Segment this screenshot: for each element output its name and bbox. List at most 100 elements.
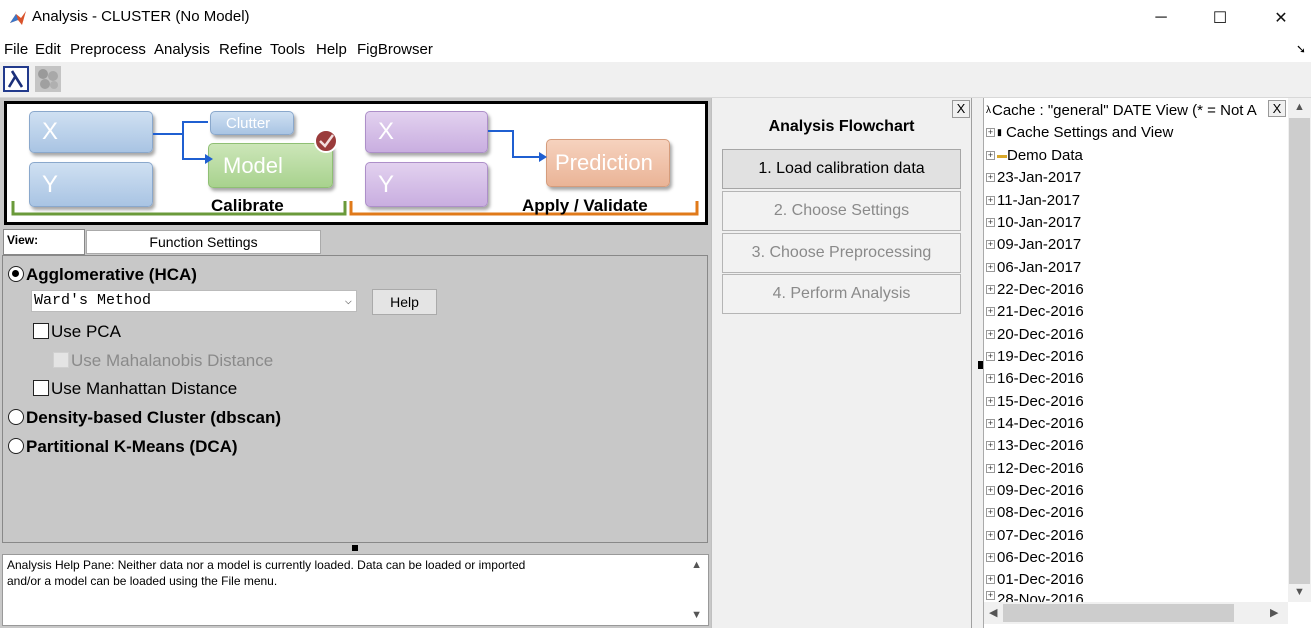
scroll-up-icon[interactable]: ▲ — [691, 559, 702, 571]
workflow-prediction[interactable]: Prediction — [546, 139, 670, 187]
tree-item[interactable]: +16-Dec-2016 — [986, 367, 1084, 389]
tree-item-label: 09-Dec-2016 — [997, 481, 1084, 499]
checkbox-use-manhattan[interactable] — [33, 380, 49, 396]
tree-item[interactable]: + ▮ Cache Settings and View — [986, 121, 1173, 143]
expand-icon[interactable]: + — [986, 529, 995, 540]
expand-icon[interactable]: + — [986, 573, 995, 584]
scroll-left-icon[interactable]: ◀ — [989, 607, 998, 619]
help-button[interactable]: Help — [372, 289, 437, 315]
tree-item-label: 06-Jan-2017 — [997, 258, 1082, 276]
menu-analysis[interactable]: Analysis — [154, 41, 210, 58]
tree-item[interactable]: +21-Dec-2016 — [986, 300, 1084, 322]
step-choose-preprocessing[interactable]: 3. Choose Preprocessing — [722, 233, 961, 273]
tree-item[interactable]: +20-Dec-2016 — [986, 323, 1084, 345]
tree-item[interactable]: +23-Jan-2017 — [986, 166, 1081, 188]
checkbox-use-mahalanobis[interactable] — [53, 352, 69, 368]
menu-tools[interactable]: Tools — [270, 41, 306, 58]
menu-figbrowser[interactable]: FigBrowser — [357, 41, 433, 58]
menu-refine[interactable]: Refine — [219, 41, 263, 58]
tree-close-button[interactable]: X — [1268, 100, 1286, 117]
radio-agglomerative[interactable] — [8, 266, 24, 282]
method-value: Ward's Method — [34, 292, 152, 309]
expand-icon[interactable]: + — [986, 194, 995, 205]
chevron-down-icon: ⌵ — [344, 294, 352, 308]
scroll-down-icon[interactable]: ▼ — [1294, 586, 1305, 598]
tree-item[interactable]: +22-Dec-2016 — [986, 278, 1084, 300]
tree-header-label: Cache : "general" DATE View (* = Not A — [992, 101, 1257, 119]
tree-item[interactable]: +14-Dec-2016 — [986, 412, 1084, 434]
tree-item[interactable]: +06-Jan-2017 — [986, 256, 1081, 278]
expand-icon[interactable]: + — [986, 350, 995, 361]
scroll-up-icon[interactable]: ▲ — [1294, 101, 1305, 113]
tree-item[interactable]: +06-Dec-2016 — [986, 546, 1084, 568]
workflow-clutter[interactable]: Clutter — [210, 111, 294, 135]
horizontal-scroll-thumb[interactable] — [1003, 604, 1234, 622]
tree-item[interactable]: + ▬ Demo Data — [986, 144, 1083, 166]
workflow-model[interactable]: Model — [208, 143, 333, 188]
expand-icon[interactable]: + — [986, 484, 995, 495]
expand-icon[interactable]: + — [986, 238, 995, 249]
flowchart-close-button[interactable]: X — [952, 100, 970, 118]
panel-divider-handle[interactable] — [978, 361, 983, 369]
method-select[interactable]: Ward's Method ⌵ — [31, 290, 357, 312]
close-button[interactable]: ✕ — [1274, 10, 1288, 27]
expand-icon[interactable]: + — [986, 506, 995, 517]
workflow-x-calibrate[interactable]: X — [29, 111, 153, 153]
lambda-icon[interactable] — [3, 66, 29, 92]
expand-icon[interactable]: + — [986, 395, 995, 406]
tree-item[interactable]: +15-Dec-2016 — [986, 390, 1084, 412]
expand-icon[interactable]: + — [986, 591, 995, 600]
tree-item[interactable]: +19-Dec-2016 — [986, 345, 1084, 367]
tree-item[interactable]: +08-Dec-2016 — [986, 501, 1084, 523]
tree-item[interactable]: +11-Jan-2017 — [986, 189, 1080, 211]
menu-file[interactable]: File — [4, 41, 29, 58]
step-perform-analysis[interactable]: 4. Perform Analysis — [722, 274, 961, 314]
expand-icon[interactable]: + — [986, 283, 995, 294]
expand-icon[interactable]: + — [986, 462, 995, 473]
vertical-scroll-thumb[interactable] — [1289, 118, 1310, 584]
step-load-calibration[interactable]: 1. Load calibration data — [722, 149, 961, 189]
scroll-right-icon[interactable]: ▶ — [1270, 607, 1279, 619]
tree-item[interactable]: +10-Jan-2017 — [986, 211, 1081, 233]
expand-icon[interactable]: + — [986, 372, 995, 383]
tree-item[interactable]: +13-Dec-2016 — [986, 434, 1084, 456]
label-use-manhattan: Use Manhattan Distance — [51, 379, 238, 398]
tree-item[interactable]: +12-Dec-2016 — [986, 457, 1084, 479]
expand-icon[interactable]: + — [986, 171, 995, 182]
label-kmeans: Partitional K-Means (DCA) — [26, 437, 238, 456]
expand-icon[interactable]: + — [986, 305, 995, 316]
radio-density[interactable] — [8, 409, 24, 425]
workflow-y-calibrate[interactable]: Y — [29, 162, 153, 207]
workflow-y-apply[interactable]: Y — [365, 162, 488, 207]
undock-arrow-icon[interactable]: ➘ — [1296, 42, 1307, 56]
menu-edit[interactable]: Edit — [35, 41, 61, 58]
flowchart-title: Analysis Flowchart — [768, 118, 915, 135]
expand-icon[interactable]: + — [986, 126, 995, 137]
checkbox-use-pca[interactable] — [33, 323, 49, 339]
workflow-x-apply[interactable]: X — [365, 111, 488, 153]
expand-icon[interactable]: + — [986, 439, 995, 450]
menu-help[interactable]: Help — [316, 41, 347, 58]
tree-item[interactable]: +09-Jan-2017 — [986, 233, 1081, 255]
expand-icon[interactable]: + — [986, 551, 995, 562]
radio-kmeans[interactable] — [8, 438, 24, 454]
expand-icon[interactable]: + — [986, 216, 995, 227]
menu-preprocess[interactable]: Preprocess — [70, 41, 146, 58]
expand-icon[interactable]: + — [986, 417, 995, 428]
tree-item-label: 14-Dec-2016 — [997, 414, 1084, 432]
minimize-button[interactable]: ─ — [1155, 9, 1167, 26]
tree-item[interactable]: +09-Dec-2016 — [986, 479, 1084, 501]
cluster-icon[interactable] — [35, 66, 61, 92]
step-choose-settings[interactable]: 2. Choose Settings — [722, 191, 961, 231]
expand-icon[interactable]: + — [986, 149, 995, 160]
expand-icon[interactable]: + — [986, 261, 995, 272]
tree-item[interactable]: +07-Dec-2016 — [986, 524, 1084, 546]
scroll-down-icon[interactable]: ▼ — [691, 609, 702, 621]
tree-item-label: 23-Jan-2017 — [997, 168, 1082, 186]
tree-item[interactable]: +28-Nov-2016 — [986, 591, 1084, 602]
tree-item[interactable]: +01-Dec-2016 — [986, 568, 1084, 590]
tab-function-settings[interactable]: Function Settings — [86, 230, 321, 254]
maximize-button[interactable]: ☐ — [1212, 10, 1228, 27]
splitter-handle[interactable] — [352, 545, 358, 551]
expand-icon[interactable]: + — [986, 328, 995, 339]
